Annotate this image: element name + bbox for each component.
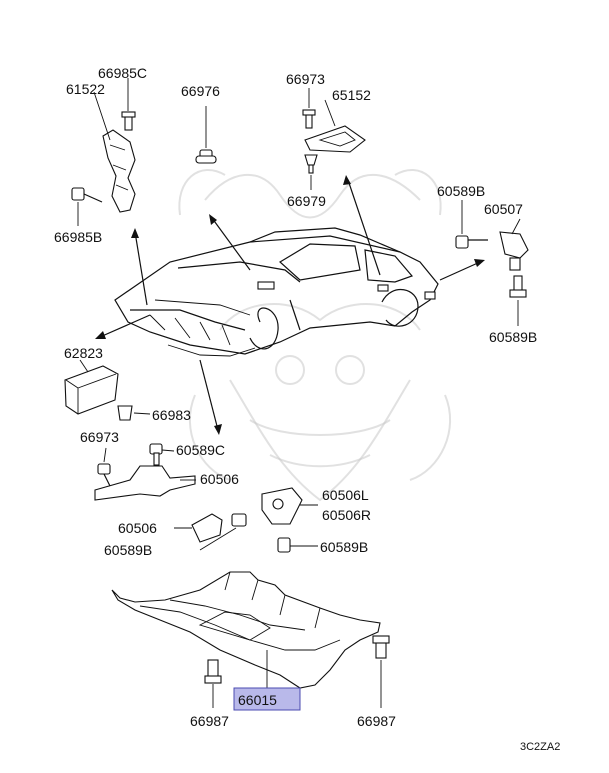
plate-60506 — [174, 513, 247, 551]
bracket-60507 — [455, 200, 529, 326]
label-60506R: 60506R — [322, 507, 371, 523]
label-66973-mid: 66973 — [80, 429, 119, 445]
label-66979: 66979 — [287, 193, 326, 209]
car-body — [114, 227, 439, 357]
label-60589B-low: 60589B — [104, 542, 152, 558]
diagram-code: 3C2ZA2 — [520, 741, 560, 753]
clip-66983 — [117, 405, 151, 421]
label-60589B-top: 60589B — [437, 183, 485, 199]
bracket-60506 — [94, 443, 196, 501]
under-cover-66015 — [111, 571, 390, 708]
rivet-66976 — [195, 106, 217, 164]
label-66015: 66015 — [238, 692, 277, 708]
label-60506-mid: 60506 — [200, 471, 239, 487]
highlight-box — [233, 687, 301, 711]
label-61522: 61522 — [66, 81, 105, 97]
label-60589C: 60589C — [176, 442, 225, 458]
watermark-emblem — [178, 169, 451, 502]
label-62823: 62823 — [64, 345, 103, 361]
bracket-60506LR — [261, 487, 318, 553]
label-66985B: 66985B — [54, 229, 102, 245]
label-60589B-right: 60589B — [489, 329, 537, 345]
bracket-61522 — [71, 111, 136, 213]
label-60506L: 60506L — [322, 487, 369, 503]
label-66983: 66983 — [152, 407, 191, 423]
label-66987-right: 66987 — [357, 713, 396, 729]
label-60589B-lowright: 60589B — [320, 539, 368, 555]
label-66976: 66976 — [181, 83, 220, 99]
module-62823 — [64, 359, 119, 415]
label-65152: 65152 — [332, 87, 371, 103]
label-60507: 60507 — [484, 201, 523, 217]
label-66987-left: 66987 — [190, 713, 229, 729]
leader-arrows — [95, 175, 485, 435]
label-66973-top: 66973 — [286, 71, 325, 87]
label-60506-low: 60506 — [118, 520, 157, 536]
label-66985C: 66985C — [98, 65, 147, 81]
pad-65152 — [302, 88, 366, 190]
